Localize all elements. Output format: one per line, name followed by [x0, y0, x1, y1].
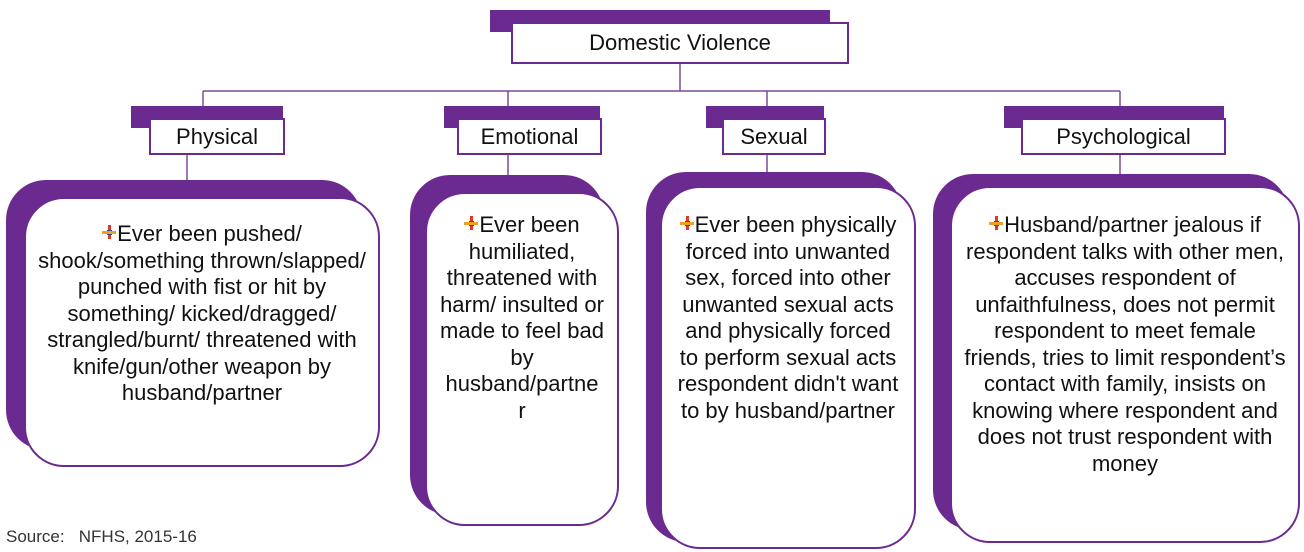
- source-note: Source: NFHS, 2015-16: [6, 527, 197, 546]
- root-node: Domestic Violence: [511, 22, 849, 64]
- psychological-text: Husband/partner jealous if respondent ta…: [964, 212, 1286, 476]
- physical-label: Physical: [176, 123, 258, 149]
- psychological-node: Psychological: [1021, 118, 1226, 155]
- emotional-description: Ever been humiliated, threatened with ha…: [439, 212, 605, 424]
- emotional-text: Ever been humiliated, threatened with ha…: [440, 212, 604, 423]
- physical-node: Physical: [149, 118, 285, 155]
- bullet-plus-icon: [679, 216, 694, 230]
- physical-card: Ever been pushed/ shook/something thrown…: [24, 197, 380, 467]
- sexual-node: Sexual: [722, 118, 826, 155]
- emotional-label: Emotional: [480, 123, 579, 149]
- physical-description: Ever been pushed/ shook/something thrown…: [38, 221, 366, 407]
- emotional-node: Emotional: [457, 118, 602, 155]
- sexual-description: Ever been physically forced into unwante…: [674, 212, 902, 424]
- emotional-card: Ever been humiliated, threatened with ha…: [425, 192, 619, 526]
- sexual-text: Ever been physically forced into unwante…: [677, 212, 899, 423]
- bullet-plus-icon: [102, 225, 117, 239]
- root-label: Domestic Violence: [589, 30, 771, 55]
- psychological-label: Psychological: [1056, 123, 1191, 149]
- bullet-plus-icon: [989, 216, 1004, 230]
- physical-text: Ever been pushed/ shook/something thrown…: [38, 221, 366, 405]
- sexual-label: Sexual: [740, 123, 808, 149]
- bullet-plus-icon: [464, 216, 479, 230]
- psychological-card: Husband/partner jealous if respondent ta…: [950, 186, 1300, 543]
- psychological-description: Husband/partner jealous if respondent ta…: [964, 212, 1286, 477]
- sexual-card: Ever been physically forced into unwante…: [660, 186, 916, 549]
